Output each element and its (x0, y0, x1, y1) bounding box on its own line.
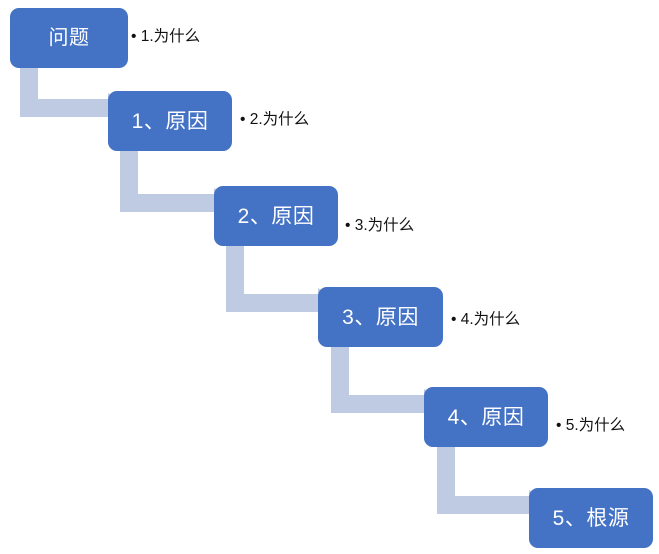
node-problem[interactable]: 问题 (10, 8, 128, 68)
bullet-label-why5: • 5.为什么 (556, 417, 626, 434)
connector-arrow (20, 68, 136, 127)
node-label: 1、原因 (131, 109, 209, 133)
connector-arrow (226, 246, 346, 322)
node-cause2[interactable]: 2、原因 (214, 186, 338, 246)
bullet-label-why4: • 4.为什么 (451, 311, 521, 328)
node-label: 4、原因 (447, 405, 525, 429)
node-label: 5、根源 (552, 506, 630, 530)
node-cause1[interactable]: 1、原因 (108, 91, 232, 151)
connector-arrow (437, 447, 557, 524)
node-cause4[interactable]: 4、原因 (424, 387, 548, 447)
bullet-label-why2: • 2.为什么 (240, 111, 310, 128)
bullet-label-why3: • 3.为什么 (345, 217, 415, 234)
bullet-label-why1: • 1.为什么 (131, 28, 201, 45)
node-label: 2、原因 (237, 204, 315, 228)
node-label: 3、原因 (342, 305, 419, 329)
node-cause3[interactable]: 3、原因 (318, 287, 443, 347)
node-root[interactable]: 5、根源 (529, 488, 653, 548)
connector-arrow (120, 151, 242, 222)
connector-arrow (331, 347, 452, 423)
node-label: 问题 (48, 27, 90, 49)
